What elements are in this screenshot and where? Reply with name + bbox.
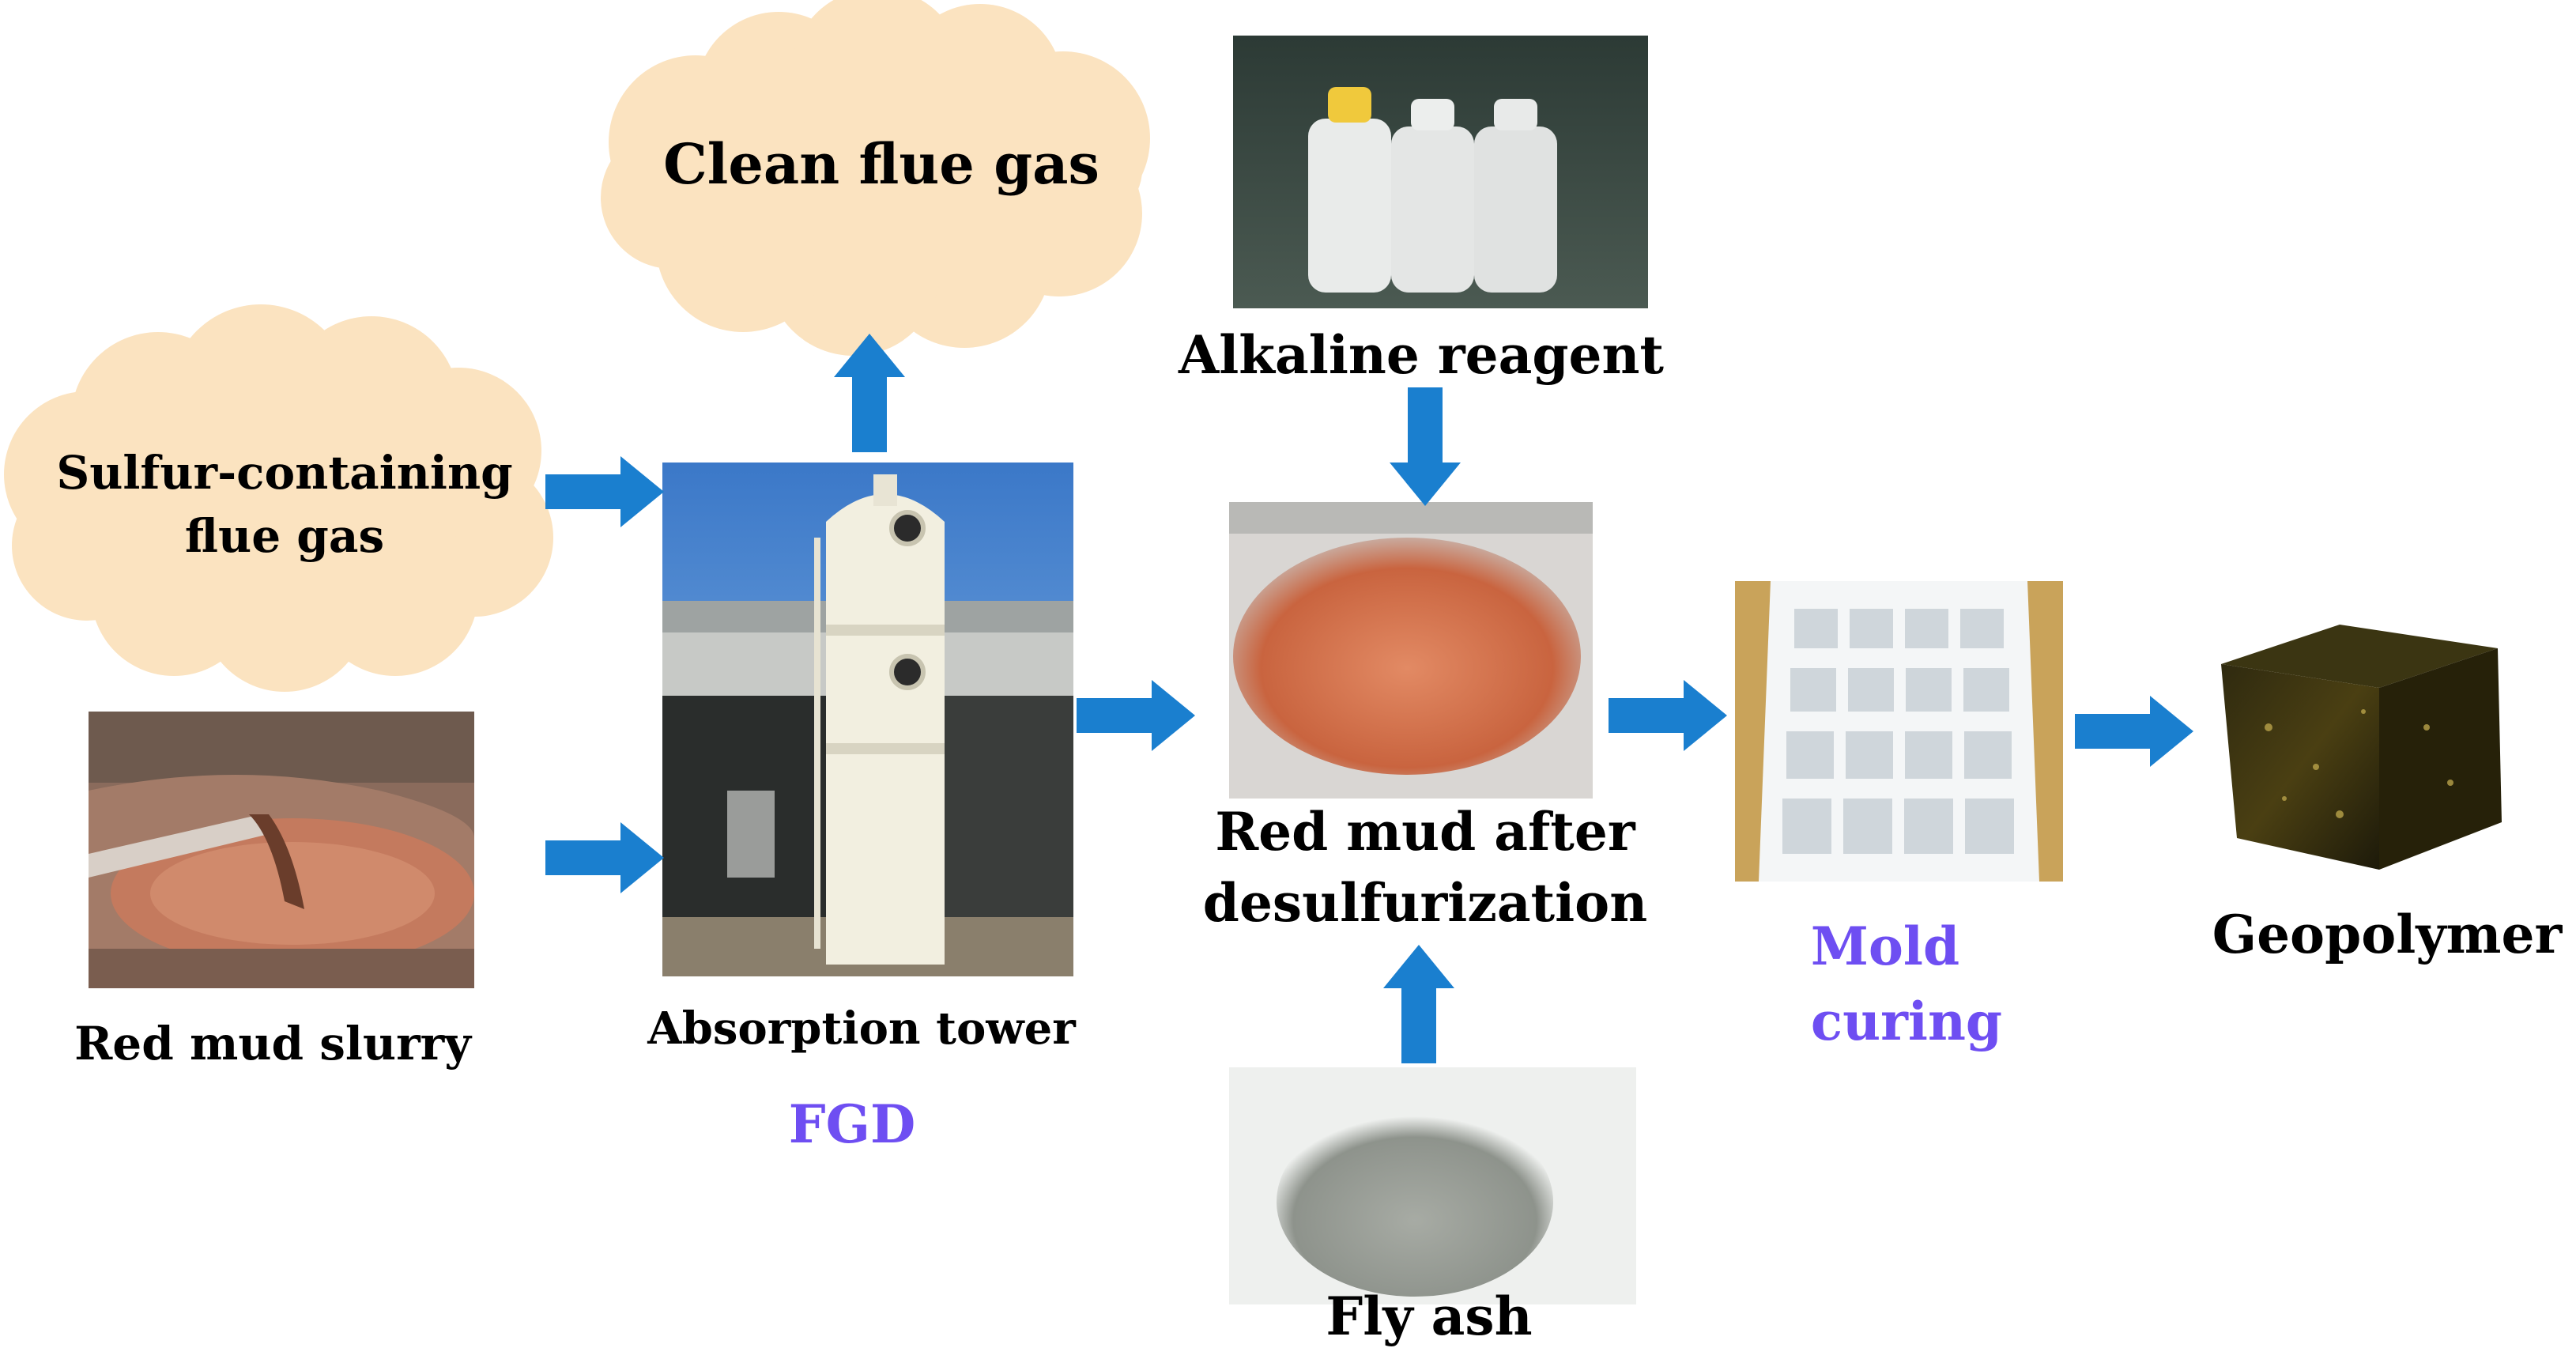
- sulfur-flue-gas-cloud: Sulfur-containing flue gas: [4, 304, 553, 692]
- geopolymer-label: Geopolymer: [2212, 904, 2563, 965]
- red-mud-desulfurized-photo: [1229, 502, 1593, 799]
- block-arrow-icon: [1077, 680, 1195, 751]
- block-arrow-icon: [1390, 387, 1461, 506]
- sulfur-flue-gas-label-line2: flue gas: [185, 509, 384, 563]
- block-arrow-icon: [545, 822, 664, 893]
- absorption-tower-label: Absorption tower: [647, 1002, 1077, 1055]
- mold-curing-label-line2: curing: [1811, 991, 2002, 1052]
- fgd-label: FGD: [789, 1093, 915, 1155]
- clean-flue-gas-cloud: Clean flue gas: [601, 0, 1150, 356]
- cloud-shape-icon: [601, 0, 1150, 356]
- red-mud-slurry-photo: [89, 712, 474, 988]
- block-arrow-icon: [545, 456, 664, 527]
- fly-ash-photo: [1229, 1067, 1636, 1304]
- block-arrow-icon: [1609, 680, 1727, 751]
- block-arrow-icon: [2075, 696, 2193, 767]
- absorption-tower-photo: [662, 463, 1073, 976]
- fly-ash-label: Fly ash: [1326, 1286, 1532, 1347]
- alkaline-reagent-photo: [1233, 36, 1648, 308]
- geopolymer-cube-photo: [2221, 625, 2502, 870]
- block-arrow-icon: [1383, 945, 1454, 1063]
- red-mud-slurry-label: Red mud slurry: [74, 1017, 473, 1070]
- alkaline-reagent-label: Alkaline reagent: [1178, 324, 1665, 386]
- red-mud-after-label-line2: desulfurization: [1203, 872, 1647, 934]
- clean-flue-gas-label: Clean flue gas: [663, 131, 1099, 197]
- mold-curing-photo: [1735, 581, 2063, 882]
- cloud-shape-icon: [4, 304, 553, 692]
- sulfur-flue-gas-label-line1: Sulfur-containing: [56, 446, 512, 500]
- mold-curing-label-line1: Mold: [1811, 916, 1959, 977]
- red-mud-after-label-line1: Red mud after: [1215, 801, 1636, 863]
